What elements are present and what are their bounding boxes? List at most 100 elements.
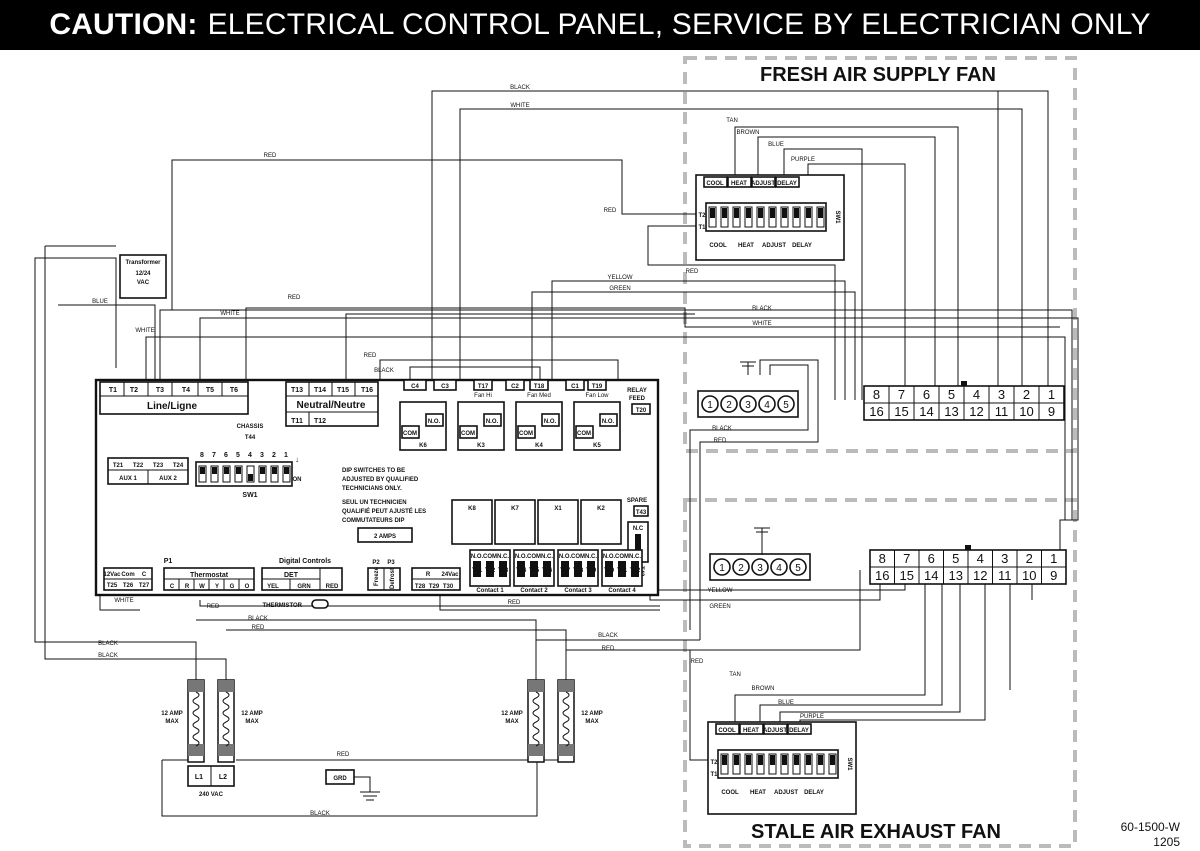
relay-k2: [580, 499, 622, 545]
connector-pin: 8: [873, 387, 880, 402]
note-line-fr: QUALIFIÉ PEUT AJUSTÉ LES: [342, 507, 426, 515]
connector-pin: 9: [1050, 568, 1057, 583]
contact-terminal: T31: [472, 568, 483, 574]
contact-label: Contact 3: [564, 588, 592, 594]
r-label: R: [426, 572, 431, 578]
switch-t1: T1: [698, 225, 706, 231]
contact-label: Contact 4: [608, 588, 636, 594]
connector-pin: 12: [969, 404, 983, 419]
transformer: Transformer 12/24 VAC: [119, 254, 167, 299]
dip-arrow-icon: ↓: [295, 455, 299, 464]
contact-label: Contact 2: [520, 588, 548, 594]
terminal-c2: C2: [511, 384, 519, 390]
connector-pin: 12: [973, 568, 987, 583]
relay-k7: [494, 499, 536, 545]
terminal-t15: T15: [337, 387, 349, 394]
contact-terminal: T41: [617, 568, 628, 574]
connector-pin: 8: [879, 551, 886, 566]
wire-label-blue: BLUE: [92, 299, 108, 305]
connector-pin: 1: [1048, 387, 1055, 402]
note-line-en: TECHNICIANS ONLY.: [342, 486, 402, 492]
contact-header: COM: [483, 554, 497, 560]
fuse-rating: 12 AMP: [161, 711, 182, 717]
freeze-label: Freeze: [374, 566, 380, 586]
wire-label-brown: BROWN: [752, 686, 775, 692]
switch-name: SW1: [834, 210, 840, 224]
terminal-t16: T16: [361, 387, 373, 394]
plug-pin: 1: [719, 563, 725, 574]
wire-label-green: GREEN: [609, 286, 630, 292]
wire-label-brown: BROWN: [737, 130, 760, 136]
fan-med-label: Fan Med: [527, 393, 551, 399]
contact-terminal: T36: [542, 568, 553, 574]
contact-terminal: T33: [498, 568, 509, 574]
wire-label-red: RED: [264, 153, 277, 159]
caution-text: ELECTRICAL CONTROL PANEL, SERVICE BY ELE…: [207, 8, 1151, 41]
thermistor-label: THERMISTOR: [262, 603, 302, 609]
fuse-rating: 12 AMP: [581, 711, 602, 717]
fan-low-label: Fan Low: [585, 393, 609, 399]
det-label: DET: [284, 572, 299, 579]
l1-label: L1: [195, 774, 203, 781]
relay-feed-label-2: FEED: [629, 396, 646, 402]
terminal-t12: T12: [314, 418, 326, 425]
switch-setting-delay: DELAY: [804, 790, 824, 796]
wire-label-black: BLACK: [98, 641, 118, 647]
switch-terminal-cool: COOL: [718, 728, 736, 734]
plug-pin: 2: [726, 400, 732, 411]
plug-pin: 4: [764, 400, 770, 411]
contact-label: Contact 1: [476, 588, 504, 594]
wire-labels: BLACK WHITE RED RED RED YELLOW GREEN BLU…: [92, 85, 824, 817]
contact-terminal: T42: [630, 568, 641, 574]
terminal-t2: T2: [130, 387, 138, 394]
connector-pin: 6: [923, 387, 930, 402]
connector-pin: 11: [998, 568, 1012, 583]
wire-label-purple: PURPLE: [800, 714, 824, 720]
fan-hi-label: Fan Hi: [474, 393, 492, 399]
p2-label: P2: [372, 560, 380, 566]
fuse-rating: 12 AMP: [241, 711, 262, 717]
terminal-t24: T24: [173, 463, 184, 469]
switch-terminal-adjust: ADJUST: [763, 728, 787, 734]
note-line-en: DIP SWITCHES TO BE: [342, 468, 405, 474]
wire-label-yellow: YELLOW: [607, 275, 632, 281]
connector-pin: 15: [900, 568, 914, 583]
wire-label-black: BLACK: [752, 306, 772, 312]
doc-code: 60-1500-W: [1121, 820, 1181, 834]
contact-header: COM: [615, 554, 629, 560]
wire-label-red: RED: [686, 269, 699, 275]
fuse-max: MAX: [505, 719, 518, 725]
relay-name: K4: [535, 443, 543, 449]
exhaust-fan-title: STALE AIR EXHAUST FAN: [751, 821, 1001, 843]
terminal-t11: T11: [291, 418, 303, 425]
p3-label: P3: [387, 560, 395, 566]
contact-terminal: T39: [586, 568, 597, 574]
terminal-c1: C1: [571, 384, 579, 390]
terminal-t28: T28: [415, 584, 426, 590]
terminal-t29: T29: [429, 584, 440, 590]
connector-pin: 9: [1048, 404, 1055, 419]
fuse-max: MAX: [245, 719, 258, 725]
connector-pin: 5: [952, 551, 959, 566]
neutral-label: Neutral/Neutre: [297, 400, 366, 411]
terminal-c4: C4: [411, 384, 419, 390]
contact-header: COM: [571, 554, 585, 560]
relay-x1: [537, 499, 579, 545]
dip-name: SW1: [242, 492, 257, 499]
switch-terminal-adjust: ADJUST: [751, 181, 775, 187]
relay-name: K5: [593, 443, 601, 449]
thermostat-terminal-w: W: [199, 584, 205, 590]
switch-t2: T2: [698, 213, 706, 219]
relay-com-label: COM: [577, 431, 591, 437]
contact-header: N.O.: [471, 554, 484, 560]
connector-pin: 13: [949, 568, 963, 583]
connector-pin: 13: [944, 404, 958, 419]
plug-pin: 1: [707, 400, 713, 411]
dip-number: 5: [236, 452, 240, 459]
relay-name: K2: [597, 506, 605, 512]
switch-terminal-delay: DELAY: [789, 728, 809, 734]
relay-name: K6: [419, 443, 427, 449]
terminal-t30: T30: [443, 584, 454, 590]
